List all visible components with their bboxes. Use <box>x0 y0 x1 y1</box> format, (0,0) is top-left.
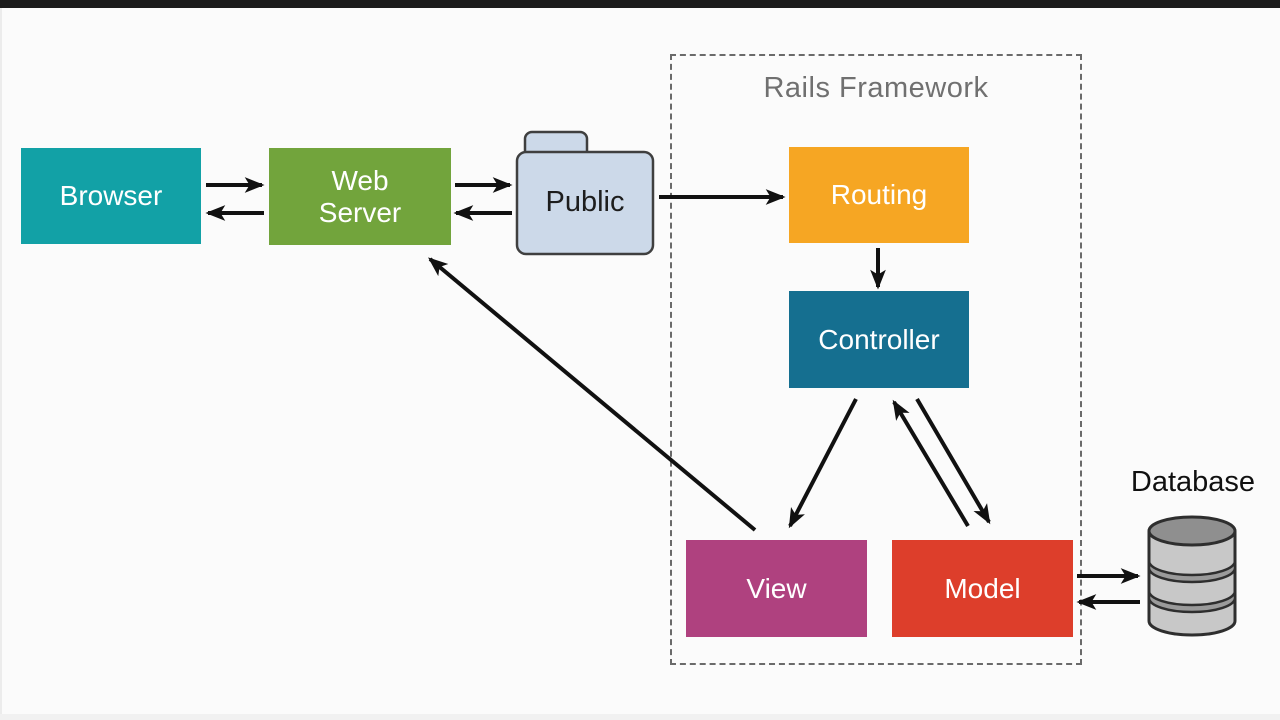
node-controller: Controller <box>789 291 969 388</box>
database-cylinder-icon <box>1147 515 1237 637</box>
node-database-label: Database <box>1130 466 1256 498</box>
top-letterbox-bar <box>0 0 1280 8</box>
node-routing: Routing <box>789 147 969 243</box>
node-view-label: View <box>746 572 807 604</box>
node-web-server-label: Web Server <box>318 165 402 228</box>
node-public-label: Public <box>545 185 625 218</box>
node-view: View <box>686 540 867 637</box>
node-database <box>1146 514 1238 638</box>
node-browser-label: Browser <box>59 180 163 212</box>
bottom-edge-strip <box>0 714 1280 720</box>
rails-framework-title: Rails Framework <box>763 72 989 104</box>
node-controller-label: Controller <box>818 323 940 355</box>
node-model: Model <box>892 540 1073 637</box>
folder-icon <box>515 130 655 256</box>
left-edge-line <box>0 8 2 714</box>
node-model-label: Model <box>944 572 1021 604</box>
node-public <box>515 130 655 256</box>
node-web-server: Web Server <box>269 148 451 245</box>
node-browser: Browser <box>21 148 201 244</box>
node-routing-label: Routing <box>830 179 928 211</box>
